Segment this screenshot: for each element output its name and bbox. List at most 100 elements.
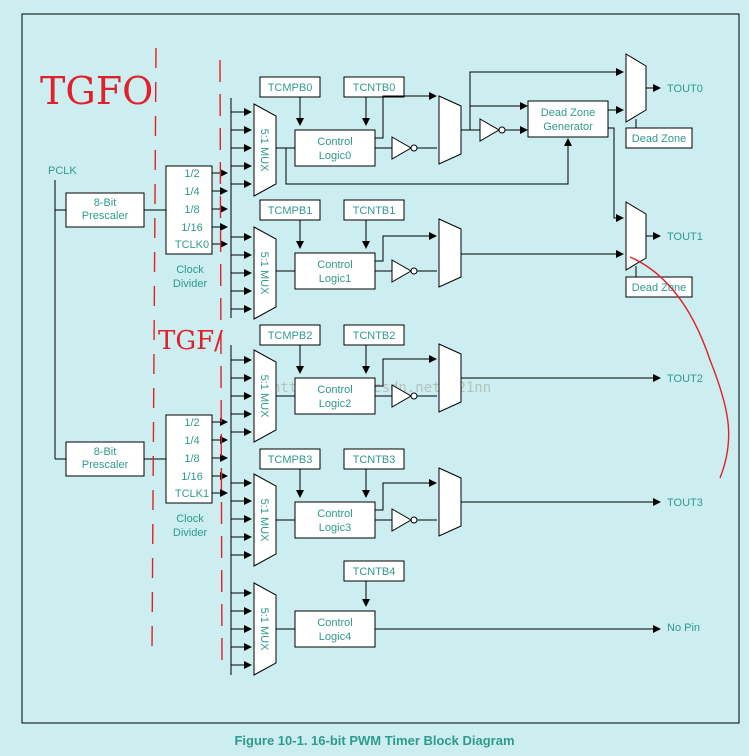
mux-input-arrows — [231, 108, 252, 669]
svg-text:TCMPB3: TCMPB3 — [268, 454, 313, 466]
svg-text:Divider: Divider — [173, 527, 208, 539]
svg-text:1/16: 1/16 — [181, 222, 202, 234]
svg-text:Clock: Clock — [176, 264, 204, 276]
svg-text:5:1 MUX: 5:1 MUX — [258, 375, 270, 418]
register-arrows — [296, 97, 370, 607]
mux-2: 5:1 MUX — [253, 349, 277, 443]
svg-text:TCLK1: TCLK1 — [175, 488, 209, 500]
svg-text:TOUT1: TOUT1 — [667, 231, 703, 243]
control-logic-1: Control Logic1 — [294, 252, 376, 290]
red-curve — [629, 256, 730, 479]
control-logic-3: Control Logic3 — [294, 501, 376, 539]
pclk-line — [54, 180, 66, 460]
svg-text:Logic0: Logic0 — [319, 150, 351, 162]
output-mux-0: TOUT0 — [625, 53, 703, 123]
channel-0-path — [375, 92, 462, 165]
prescaler-0: 8-Bit Prescaler — [65, 192, 145, 228]
svg-text:TOUT2: TOUT2 — [667, 373, 703, 385]
annotation-tgfo: TGFO — [40, 69, 153, 113]
svg-text:TCNTB4: TCNTB4 — [353, 566, 396, 578]
svg-text:Logic4: Logic4 — [319, 631, 351, 643]
svg-text:Control: Control — [317, 617, 352, 629]
output-tout2: TOUT2 — [461, 373, 703, 385]
svg-text:Control: Control — [317, 136, 352, 148]
dead-zone-generator: Dead Zone Generator — [527, 100, 609, 138]
frame — [21, 13, 740, 724]
channel-1-path — [375, 218, 462, 288]
prescaler-to-divider-lines — [144, 209, 166, 460]
output-tout3: TOUT3 — [461, 497, 703, 509]
svg-text:5:1 MUX: 5:1 MUX — [258, 499, 270, 542]
red-dashed-lines — [151, 47, 223, 666]
svg-text:TCNTB2: TCNTB2 — [353, 330, 396, 342]
channel-0-deadzone-wiring — [285, 68, 624, 222]
annotation-tgf1: TGF/ — [158, 326, 223, 356]
svg-text:1/16: 1/16 — [181, 471, 202, 483]
svg-text:Dead Zone: Dead Zone — [632, 282, 686, 294]
register-tcmpb1: TCMPB1 — [259, 199, 321, 221]
clock-divider-1: 1/2 1/4 1/8 1/16 TCLK1 Clock Divider — [165, 414, 213, 539]
mux-1: 5:1 MUX — [253, 226, 277, 320]
pclk-label: PCLK — [48, 165, 77, 177]
svg-text:TOUT0: TOUT0 — [667, 83, 703, 95]
svg-text:Dead Zone: Dead Zone — [541, 107, 595, 119]
mux-4: 5:1 MUX — [253, 582, 277, 676]
svg-text:TCMPB0: TCMPB0 — [268, 82, 313, 94]
prescaler-1: 8-Bit Prescaler — [65, 441, 145, 477]
svg-text:TCMPB2: TCMPB2 — [268, 330, 313, 342]
svg-text:Control: Control — [317, 508, 352, 520]
svg-text:TCNTB0: TCNTB0 — [353, 82, 396, 94]
svg-text:Prescaler: Prescaler — [82, 459, 129, 471]
svg-text:8-Bit: 8-Bit — [94, 446, 117, 458]
svg-text:5:1 MUX: 5:1 MUX — [258, 129, 270, 172]
channel-3-path — [375, 467, 462, 537]
svg-text:Dead Zone: Dead Zone — [632, 133, 686, 145]
svg-text:5:1 MUX: 5:1 MUX — [258, 252, 270, 295]
svg-text:Logic1: Logic1 — [319, 273, 351, 285]
svg-text:TCNTB3: TCNTB3 — [353, 454, 396, 466]
svg-text:1/2: 1/2 — [184, 168, 199, 180]
svg-text:TCNTB1: TCNTB1 — [353, 205, 396, 217]
output-mux-1: TOUT1 — [625, 201, 703, 271]
svg-text:Divider: Divider — [173, 278, 208, 290]
svg-text:5:1 MUX: 5:1 MUX — [258, 608, 270, 651]
svg-text:Generator: Generator — [543, 121, 593, 133]
mux-3: 5:1 MUX — [253, 473, 277, 567]
svg-text:1/4: 1/4 — [184, 435, 199, 447]
register-tcntb2: TCNTB2 — [343, 324, 405, 346]
clock-divider-0: 1/2 1/4 1/8 1/16 TCLK0 Clock Divider — [165, 165, 213, 290]
svg-text:Logic2: Logic2 — [319, 398, 351, 410]
dead-zone-box-1: Dead Zone — [625, 266, 693, 298]
svg-text:Prescaler: Prescaler — [82, 210, 129, 222]
svg-text:TCMPB1: TCMPB1 — [268, 205, 313, 217]
register-tcmpb3: TCMPB3 — [259, 448, 321, 470]
svg-text:Control: Control — [317, 259, 352, 271]
channel-2-path — [375, 343, 462, 413]
svg-text:1/8: 1/8 — [184, 453, 199, 465]
svg-text:TCLK0: TCLK0 — [175, 239, 209, 251]
register-tcntb4: TCNTB4 — [343, 560, 405, 582]
svg-text:1/8: 1/8 — [184, 204, 199, 216]
svg-text:Clock: Clock — [176, 513, 204, 525]
svg-text:1/4: 1/4 — [184, 186, 199, 198]
mux-0: 5:1 MUX — [253, 103, 277, 197]
register-tcntb0: TCNTB0 — [343, 76, 405, 98]
svg-text:Logic3: Logic3 — [319, 522, 351, 534]
svg-text:TOUT3: TOUT3 — [667, 497, 703, 509]
register-tcmpb0: TCMPB0 — [259, 76, 321, 98]
control-logic-4: Control Logic4 — [294, 610, 376, 648]
svg-text:No Pin: No Pin — [667, 622, 700, 634]
figure-caption: Figure 10-1. 16-bit PWM Timer Block Diag… — [234, 733, 515, 748]
control-logic-2: Control Logic2 — [294, 377, 376, 415]
register-tcntb3: TCNTB3 — [343, 448, 405, 470]
output-no-pin: No Pin — [375, 622, 700, 634]
svg-text:Control: Control — [317, 384, 352, 396]
register-tcntb1: TCNTB1 — [343, 199, 405, 221]
svg-text:8-Bit: 8-Bit — [94, 197, 117, 209]
control-logic-0: Control Logic0 — [294, 129, 376, 167]
svg-text:1/2: 1/2 — [184, 417, 199, 429]
divider-output-arrows — [212, 169, 228, 497]
dead-zone-box-0: Dead Zone — [625, 119, 693, 149]
